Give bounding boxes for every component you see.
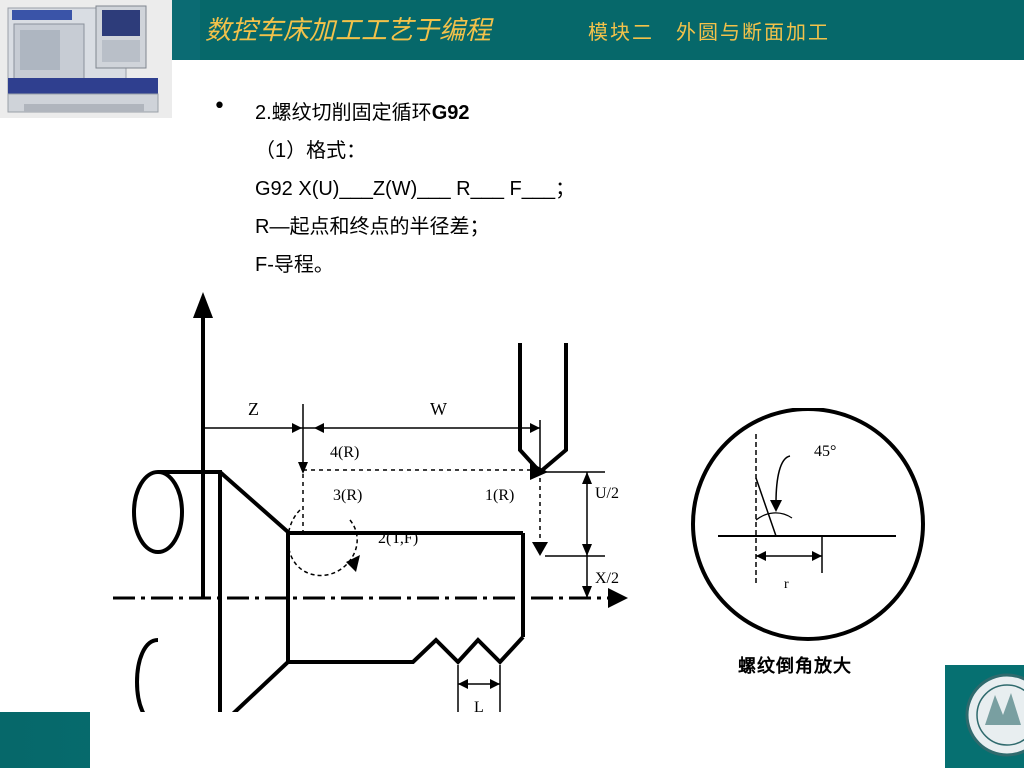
label-w: W [430,399,447,419]
r-definition-line: R—起点和终点的半径差； [255,216,490,238]
label-z: Z [248,399,259,419]
bullet-marker: • [213,94,226,119]
cnc-lathe-image [0,0,172,118]
heading-text: 2.螺纹切削固定循环 [255,102,432,124]
page-title: 数控车床加工工艺于编程 [205,16,492,46]
module-title: 模块二 外圆与断面加工 [588,20,830,44]
f-definition-line: F-导程。 [255,254,334,276]
university-logo [945,665,1024,768]
content-heading: 2.螺纹切削固定循环G92 [255,94,575,132]
g92-syntax-line: G92 X(U)___Z(W)___ R___ F___； [255,178,576,200]
footer-content-gap [90,712,945,768]
detail-angle-label: 45° [814,443,836,460]
heading-code: G92 [431,102,470,124]
label-l: L [474,699,484,716]
content-block: 2.螺纹切削固定循环G92 （1）格式： G92 X(U)___Z(W)___ … [255,94,575,284]
label-point-4: 4(R) [330,444,359,461]
detail-caption: 螺纹倒角放大 [738,656,852,677]
format-line: （1）格式： [255,140,367,162]
thread-chamfer-detail: 45° r [691,408,925,641]
detail-r-label: r [784,577,789,592]
footer-bar [0,712,1024,768]
label-point-2: 2(T,F) [378,530,418,547]
header-accent [170,0,200,60]
label-point-1: 1(R) [485,487,514,504]
thread-cycle-diagram: Z W 4(R) 3(R) 1(R) 2(T,F) U/2 X/2 L [113,292,628,728]
label-u2: U/2 [595,485,619,502]
label-x2: X/2 [595,570,619,587]
label-point-3: 3(R) [333,487,362,504]
